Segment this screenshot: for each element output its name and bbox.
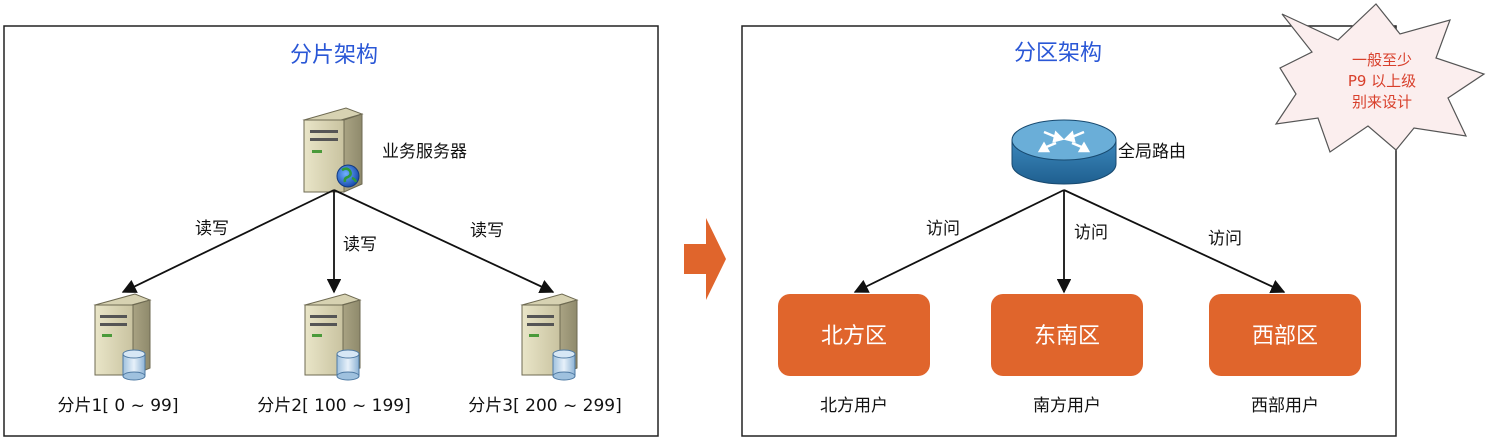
shard-label-3: 分片3[ 200 ~ 299] bbox=[468, 396, 621, 416]
global-router-label: 全局路由 bbox=[1118, 142, 1186, 162]
region-name-west: 西部区 bbox=[1252, 324, 1318, 349]
shard-label-1: 分片1[ 0 ~ 99] bbox=[58, 396, 179, 416]
callout-line-1: 一般至少 bbox=[1352, 51, 1412, 69]
region-name-southeast: 东南区 bbox=[1034, 324, 1100, 349]
region-box-southeast bbox=[991, 294, 1143, 376]
edge-label-read-write-3: 读写 bbox=[470, 221, 504, 241]
global-router-icon bbox=[1011, 119, 1117, 185]
read-write-arrow-3 bbox=[333, 189, 555, 294]
edge-label-access-1: 访问 bbox=[926, 219, 960, 239]
shard-label-2: 分片2[ 100 ~ 199] bbox=[257, 396, 410, 416]
transition-arrow-icon bbox=[684, 218, 726, 300]
region-box-west bbox=[1209, 294, 1361, 376]
edge-label-access-2: 访问 bbox=[1074, 223, 1108, 243]
region-box-north bbox=[778, 294, 930, 376]
region-users-north: 北方用户 bbox=[820, 396, 888, 416]
edge-label-read-write-1: 读写 bbox=[195, 219, 229, 239]
access-arrow-3 bbox=[1063, 189, 1286, 294]
region-users-southeast: 南方用户 bbox=[1033, 396, 1101, 416]
edge-label-access-3: 访问 bbox=[1208, 229, 1242, 249]
shard-server-icon-3 bbox=[520, 293, 579, 381]
access-arrow-1 bbox=[853, 189, 1065, 293]
shard-server-icon-1 bbox=[93, 293, 152, 381]
business-server-icon bbox=[302, 107, 364, 193]
right-panel-title: 分区架构 bbox=[1014, 41, 1102, 66]
business-server-label: 业务服务器 bbox=[382, 142, 467, 162]
callout-line-3: 别来设计 bbox=[1352, 93, 1412, 111]
region-name-north: 北方区 bbox=[821, 324, 887, 349]
read-write-arrow-1 bbox=[121, 189, 335, 293]
edge-label-read-write-2: 读写 bbox=[343, 235, 377, 255]
shard-server-icon-2 bbox=[303, 293, 362, 381]
region-users-west: 西部用户 bbox=[1251, 396, 1319, 416]
callout-burst bbox=[1274, 3, 1486, 153]
callout-line-2: P9 以上级 bbox=[1348, 72, 1416, 90]
left-panel-title: 分片架构 bbox=[290, 43, 378, 68]
